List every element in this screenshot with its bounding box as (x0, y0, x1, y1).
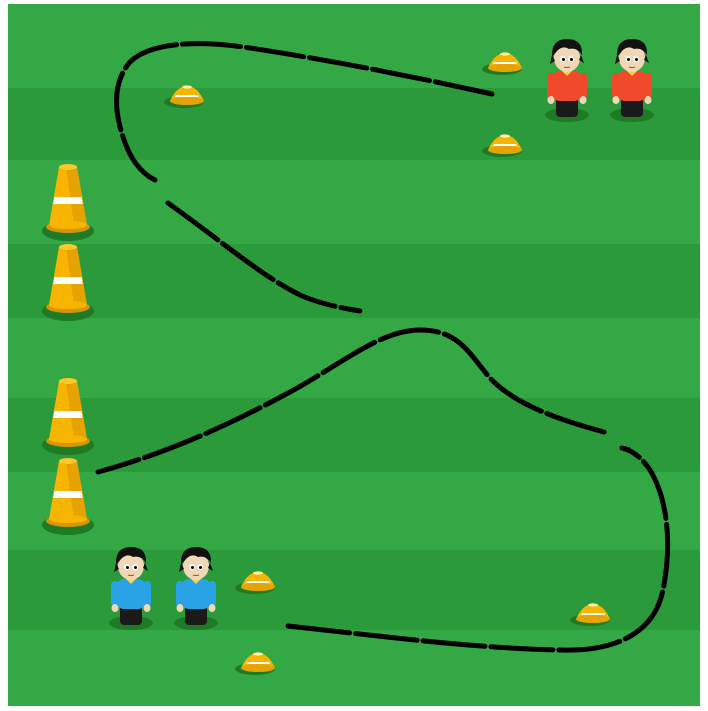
pitch-stripe (8, 244, 700, 318)
pitch-stripe (8, 160, 700, 244)
pitch-stripe (8, 630, 700, 706)
pitch-stripe (8, 4, 700, 88)
pitch-stripe (8, 472, 700, 550)
pitch-stripe (8, 318, 700, 398)
pitch-stripe (8, 398, 700, 472)
pitch-stripe (8, 88, 700, 160)
